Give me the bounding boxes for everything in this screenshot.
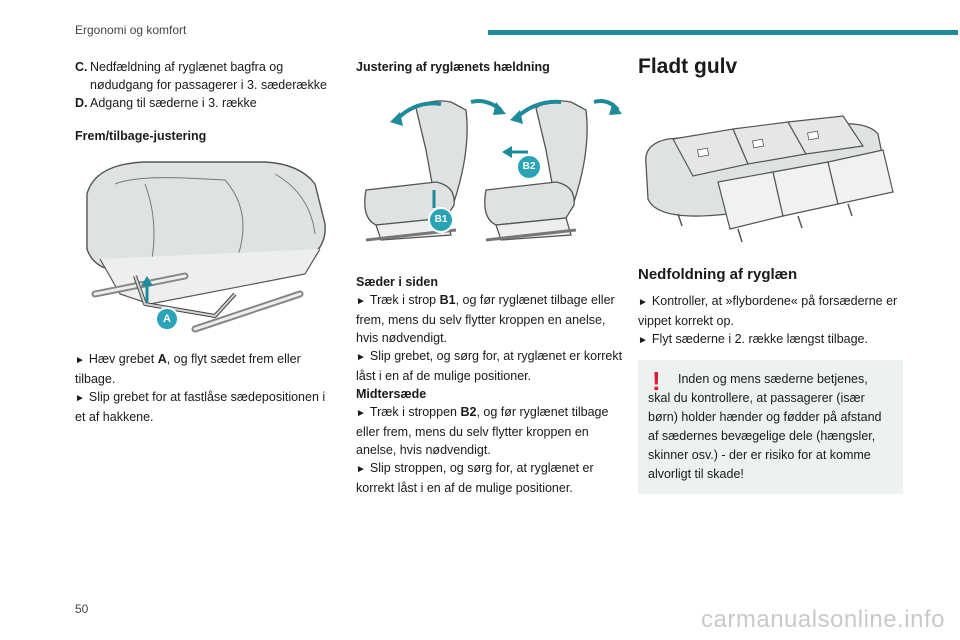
subheading-side-seats: Sæder i siden — [356, 275, 438, 289]
list-text: Nedfældning af ryglænet bagfra og nødudg… — [90, 60, 327, 92]
bullet-arrow-icon: ► — [75, 355, 85, 366]
section-heading-recline: Justering af ryglænets hældning — [356, 60, 550, 74]
paragraph-release-b1: ►Slip grebet, og sørg for, at ryglænet e… — [356, 349, 623, 383]
section-title-flat-floor: Fladt gulv — [638, 55, 738, 78]
bullet-arrow-icon: ► — [356, 464, 366, 475]
list-item-c: C. Nedfældning af ryglænet bagfra og nød… — [75, 58, 337, 94]
warning-box: ! Inden og mens sæderne betjenes, skal d… — [638, 360, 903, 494]
subheading-middle-seat: Midtersæde — [356, 387, 427, 401]
watermark-text: carmanualsonline.info — [701, 606, 945, 633]
bullet-arrow-icon: ► — [638, 297, 648, 308]
paragraph-release-b2: ►Slip stroppen, og sørg for, at ryglænet… — [356, 461, 594, 495]
paragraph-move-seats-back: ►Flyt sæderne i 2. række længst tilbage. — [638, 332, 868, 346]
header-title: Ergonomi og komfort — [75, 23, 187, 37]
list-text: Adgang til sæderne i 3. række — [90, 96, 257, 110]
bullet-arrow-icon: ► — [356, 296, 366, 307]
bullet-arrow-icon: ► — [638, 335, 648, 346]
figure-label-badge-b1: B1 — [428, 207, 454, 233]
figure-label-badge-b2: B2 — [516, 154, 542, 180]
column-right: Fladt gulv — [638, 55, 903, 494]
section-heading-fore-aft: Frem/tilbage-justering — [75, 129, 207, 143]
paragraph-lift-lever: ►Hæv grebet A, og flyt sædet frem eller … — [75, 352, 301, 386]
paragraph-release-lever: ►Slip grebet for at fastlåse sædepositio… — [75, 390, 326, 424]
column-left: C. Nedfældning af ryglænet bagfra og nød… — [75, 58, 337, 426]
figure-label-badge: A — [155, 307, 179, 331]
column-middle: Justering af ryglænets hældning — [356, 58, 624, 497]
figure-flat-floor — [638, 104, 903, 244]
paragraph-pull-strap-b1: ►Træk i strop B1, og før ryglænet tilbag… — [356, 293, 615, 345]
bullet-arrow-icon: ► — [356, 408, 366, 419]
list-item-d: D. Adgang til sæderne i 3. række — [75, 94, 337, 112]
paragraph-pull-strap-b2: ►Træk i stroppen B2, og før ryglænet til… — [356, 405, 609, 457]
page-number: 50 — [75, 602, 89, 616]
list-letter: C. — [75, 60, 88, 74]
warning-exclamation-icon: ! — [652, 366, 661, 396]
bullet-arrow-icon: ► — [75, 393, 85, 404]
warning-text: Inden og mens sæderne betjenes, skal du … — [648, 372, 882, 481]
figure-seat-fore-aft: A — [75, 154, 337, 334]
subheading-fold-backrest: Nedfoldning af ryglæn — [638, 266, 798, 283]
list-letter: D. — [75, 96, 88, 110]
bullet-arrow-icon: ► — [356, 352, 366, 363]
header-accent-bar — [488, 30, 958, 35]
paragraph-check-tables: ►Kontroller, at »flybordene« på forsæder… — [638, 294, 898, 328]
figure-seat-recline: B2 B1 — [356, 90, 624, 250]
